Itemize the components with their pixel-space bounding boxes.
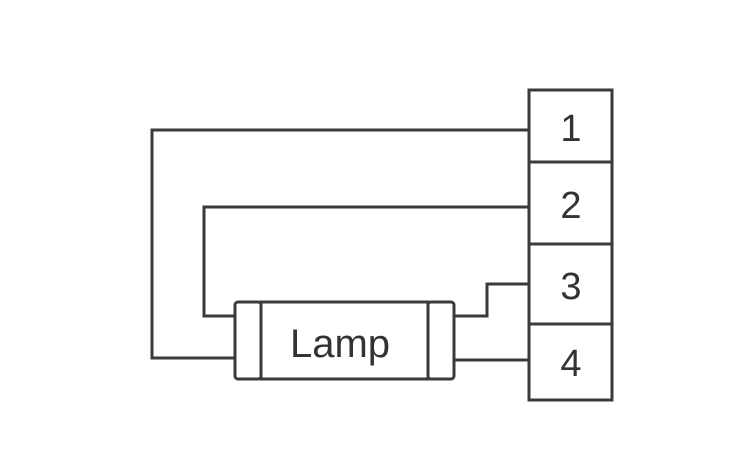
lamp-right-cap [426,300,456,381]
lamp-body [259,300,430,381]
lamp: Lamp [233,300,456,381]
wire-terminal-1 [150,128,532,360]
terminal-2-label: 2 [560,185,581,227]
wire-terminal-2 [202,205,532,318]
wire-terminal-3 [450,282,532,318]
lamp-left-cap [233,300,263,381]
terminal-1-box [527,88,614,164]
terminal-block: 1 2 3 4 [527,88,614,402]
terminal-4-label: 4 [560,343,581,385]
terminal-4-box [527,322,614,402]
wires [150,128,532,362]
lamp-label: Lamp [290,322,390,366]
terminal-3-box [527,242,614,326]
terminal-1-label: 1 [560,108,581,150]
terminal-3-label: 3 [560,266,581,308]
